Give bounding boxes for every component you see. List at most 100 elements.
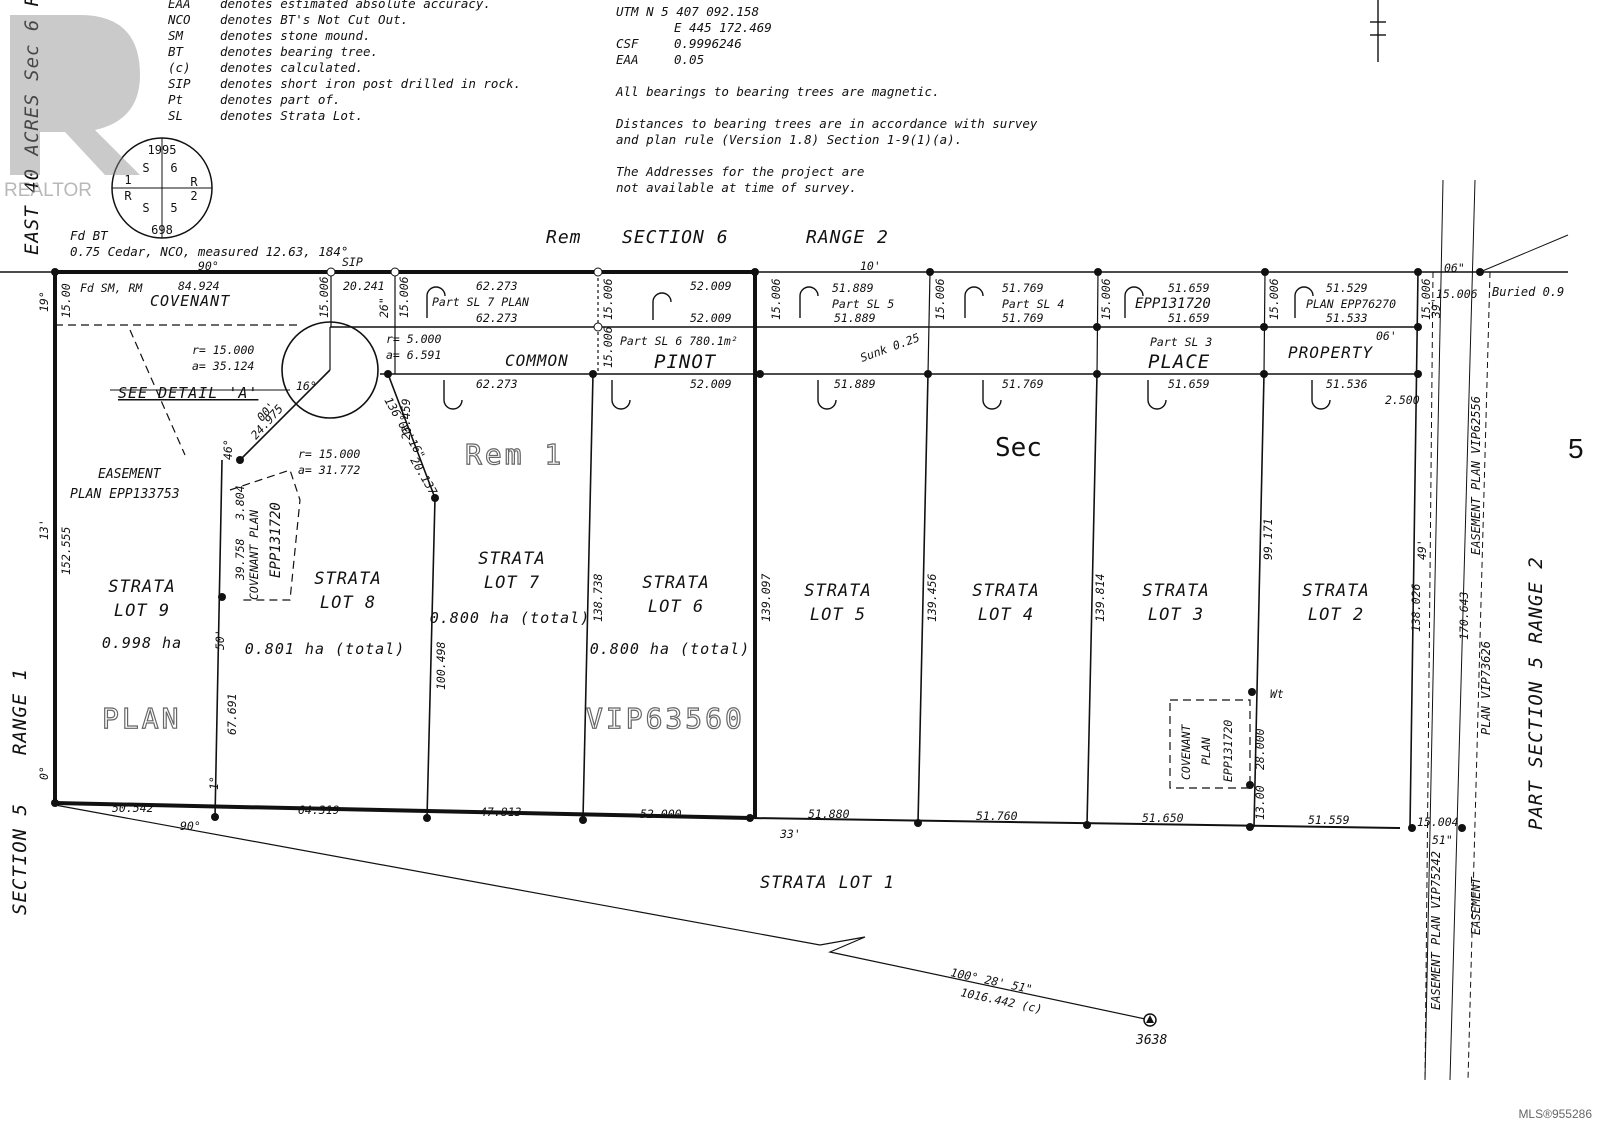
road-pinot: PINOT: [654, 351, 717, 373]
angle-14: 51": [1432, 833, 1453, 847]
svg-text:R: R: [190, 175, 198, 189]
legend-c: (c)denotes calculated.: [168, 60, 363, 75]
svg-text:6: 6: [170, 161, 177, 175]
dim-vert-8: 139.814: [1093, 573, 1107, 622]
dim-top-0: 84.924: [178, 279, 220, 293]
svg-text:1995: 1995: [148, 143, 177, 157]
easement-line-b: [1424, 179, 1444, 1081]
angle-9: 10': [860, 259, 881, 273]
lot-7-area: 0.800 ha (total): [430, 609, 591, 627]
easement-label: EASEMENT: [1469, 876, 1483, 935]
svg-text:S: S: [142, 161, 149, 175]
side-label-east40: EAST 40 ACRES Sec 6 R: [21, 0, 43, 255]
dim-road-n-3: 51.769: [1002, 311, 1044, 325]
lot-3-name: STRATA: [1142, 581, 1209, 601]
side-label-range1: RANGE 1: [9, 668, 31, 755]
angle-16: 16°: [296, 379, 317, 393]
lot-divider-8-7: [426, 497, 436, 819]
svg-text:5: 5: [170, 201, 177, 215]
dim-vert-10: 138.026: [1409, 583, 1423, 632]
tie-point-id: 3638: [1135, 1033, 1167, 1048]
lot-divider-5-4: [917, 373, 929, 824]
dim-road-w-7: 15.006: [1267, 278, 1281, 320]
lot-9-name: STRATA: [108, 577, 175, 597]
dim-road-s-5: 51.536: [1326, 377, 1368, 391]
dim-top-5: 51.769: [1002, 281, 1044, 295]
plan-word: PLAN: [102, 702, 181, 735]
angle-3: 0°: [37, 766, 51, 780]
dim-bottom-2: 47.813: [480, 805, 522, 819]
angle-13: 49': [1415, 539, 1429, 560]
dim-bottom-4: 51.880: [808, 807, 850, 821]
note-utm-n: UTM N 5 407 092.158: [616, 4, 759, 19]
ne-line: [1479, 234, 1569, 273]
part-sl4: Part SL 4: [1002, 297, 1064, 311]
mls-watermark: MLS®955286: [1518, 1107, 1592, 1121]
dim-top-4: 51.889: [832, 281, 874, 295]
easement-line-d: [1467, 271, 1491, 1081]
angle-7: 50': [213, 629, 227, 650]
angle-20: SIP: [342, 255, 363, 269]
note-distances-1: Distances to bearing trees are in accord…: [615, 116, 1038, 131]
dim-vert-3: 3.804: [233, 485, 247, 521]
easement-label-1: EASEMENT: [98, 467, 162, 482]
angle-10: 33': [779, 827, 801, 841]
lot-9-num: LOT 9: [114, 601, 170, 621]
note-distances-2: and plan rule (Version 1.8) Section 1-9(…: [616, 132, 962, 147]
lot-9-area: 0.998 ha: [102, 634, 182, 652]
covenant-plan-number: EPP131720: [268, 502, 284, 578]
angle-2: 13': [37, 519, 51, 540]
dim-vert-7: 139.456: [925, 573, 939, 622]
svg-text:REALTOR: REALTOR: [4, 180, 92, 201]
dim-road-w-3: 15.006: [601, 278, 615, 320]
side-label-5: 5: [1568, 433, 1584, 464]
dim-road-w-6: 15.006: [1099, 278, 1113, 320]
lot-divider-3-2: [1253, 373, 1265, 828]
dim-top-2: 62.273: [476, 279, 518, 293]
dim-road-n-0: 62.273: [476, 311, 518, 325]
part-sl7: Part SL 7 PLAN: [432, 295, 529, 309]
side-label-section5: SECTION 5: [9, 803, 31, 915]
angle-5: 06": [1444, 261, 1465, 275]
curve-r2: r= 15.000: [298, 447, 360, 461]
dim-vert-5: 138.738: [591, 573, 605, 622]
covenant-plan-label: COVENANT PLAN: [247, 510, 261, 600]
easement-plan-vip62556: EASEMENT PLAN VIP62556: [1469, 396, 1483, 555]
angle-4: 90°: [180, 819, 201, 833]
bearing-tree-line1: Fd BT: [70, 228, 109, 243]
note-bearings: All bearings to bearing trees are magnet…: [615, 84, 940, 99]
dim-road-s-3: 51.769: [1002, 377, 1044, 391]
header-rem: Rem: [546, 227, 582, 248]
dim-vert-4: 100.498: [434, 641, 448, 690]
dim-road-s-2: 51.889: [834, 377, 876, 391]
header-range: RANGE 2: [806, 227, 889, 248]
angle-6: 26": [377, 297, 391, 318]
curve-a3: a= 6.591: [386, 348, 441, 362]
note-addresses-1: The Addresses for the project are: [616, 164, 864, 179]
angle-19: Sunk 0.25: [858, 330, 921, 364]
lot-2-num: LOT 2: [1308, 605, 1364, 625]
dim-misc-3: 2.500: [1385, 393, 1420, 407]
part-sl6: Part SL 6 780.1m²: [620, 334, 738, 348]
bearing-tree-line2: 0.75 Cedar, NCO, measured 12.63, 184°: [70, 244, 348, 259]
curve-r1: r= 15.000: [192, 343, 254, 357]
curve-a2: a= 31.772: [298, 463, 360, 477]
lot-8-area: 0.801 ha (total): [245, 640, 406, 658]
survey-points: [51, 267, 1484, 1027]
plan-number: VIP63560: [586, 702, 745, 735]
easement-line-a: [1424, 271, 1434, 1081]
angle-0: 90°: [198, 259, 219, 273]
dim-vert-0: 152.555: [59, 526, 73, 575]
lot-8-name: STRATA: [314, 569, 381, 589]
dim-road-n-4: 51.659: [1168, 311, 1210, 325]
curve-r3: r= 5.000: [386, 332, 441, 346]
note-utm-e: E 445 172.469: [674, 20, 772, 35]
realtor-logo: REALTOR: [4, 15, 140, 201]
sec-label: Sec: [995, 433, 1042, 463]
angle-8: 1°: [207, 776, 221, 790]
dim-misc-5: 15.004: [1417, 815, 1459, 829]
